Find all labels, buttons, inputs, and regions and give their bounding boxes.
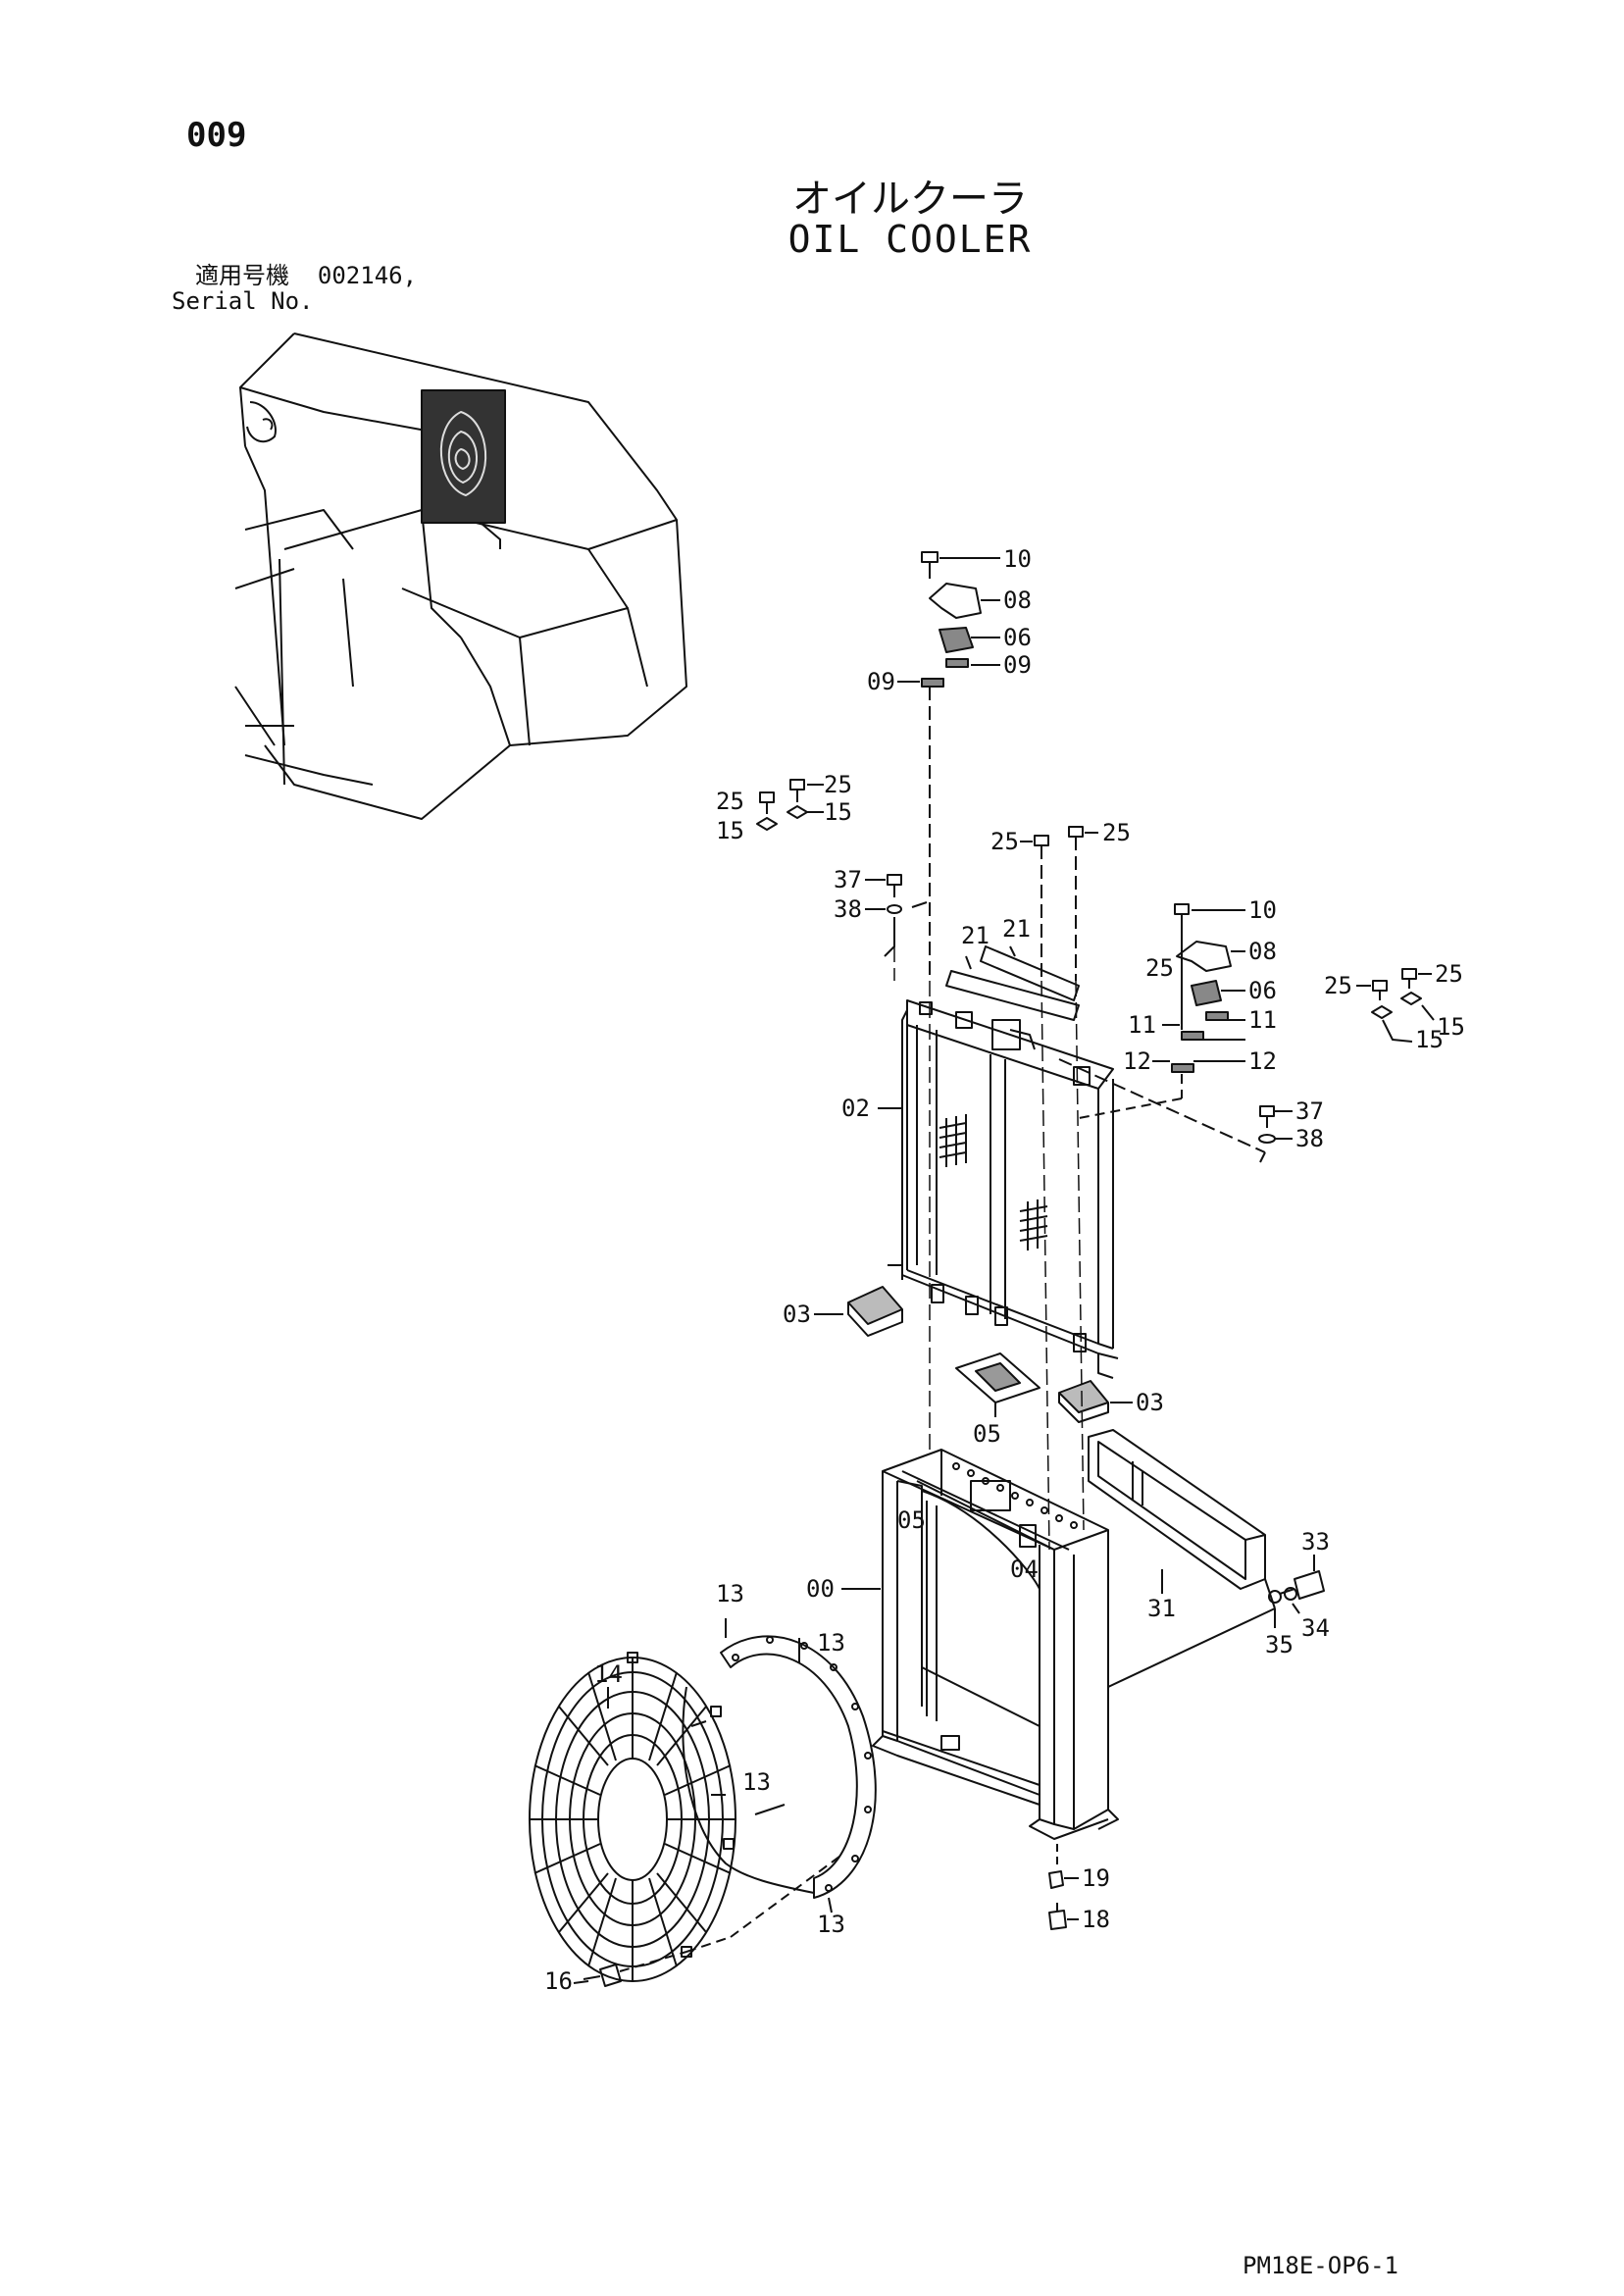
callout-33: 33 <box>1301 1528 1330 1556</box>
callout-15d: 15 <box>1437 1013 1465 1041</box>
title-english: OIL COOLER <box>787 218 1033 261</box>
callout-labels: 10 08 06 09 09 25 25 15 15 25 25 37 38 2… <box>544 545 1465 1995</box>
top-plates <box>945 945 1080 1021</box>
callout-11a: 11 <box>1128 1011 1156 1039</box>
callout-37a: 37 <box>834 866 862 893</box>
callout-11b: 11 <box>1248 1006 1277 1034</box>
oil-cooler-core <box>878 999 1119 1379</box>
serial-info: 適用号機 002146, Serial No. <box>172 263 417 314</box>
lower-mounts <box>814 1286 1133 1423</box>
callout-25g: 25 <box>1435 960 1463 988</box>
title-japanese: オイルクーラ <box>792 177 1028 222</box>
page-number: 009 <box>186 116 247 155</box>
callout-25c: 25 <box>990 828 1019 855</box>
callout-10b: 10 <box>1248 896 1277 924</box>
side-bolts-33-35 <box>1268 1555 1325 1628</box>
far-right-bolt-group <box>1356 968 1435 1043</box>
fan-guard <box>529 1652 844 1982</box>
callout-16: 16 <box>544 1967 573 1995</box>
side-panel <box>1088 1429 1276 1609</box>
main-frame <box>841 1449 1276 1840</box>
bottom-bolts <box>573 1844 1079 1987</box>
callout-13b: 13 <box>817 1629 845 1657</box>
left-bolt-group <box>756 779 824 831</box>
callout-25b: 25 <box>716 788 744 815</box>
callout-19: 19 <box>1082 1864 1110 1892</box>
callout-00: 00 <box>806 1575 835 1603</box>
callout-15a: 15 <box>824 798 852 826</box>
callout-09a: 09 <box>1003 651 1032 679</box>
callout-12a: 12 <box>1123 1047 1151 1075</box>
callout-04: 04 <box>1010 1556 1039 1583</box>
side-bolt-37-38 <box>1058 1058 1293 1163</box>
callout-15c: 15 <box>1415 1026 1444 1053</box>
callout-06b: 06 <box>1248 977 1277 1004</box>
callout-13d: 13 <box>817 1911 845 1938</box>
top-bracket-stack <box>897 551 1000 981</box>
callout-02: 02 <box>841 1095 870 1122</box>
callout-38a: 38 <box>834 895 862 923</box>
callout-09b: 09 <box>867 668 895 695</box>
right-bracket-stack <box>1078 903 1245 1119</box>
callout-31: 31 <box>1147 1595 1176 1622</box>
callout-03a: 03 <box>783 1301 811 1328</box>
callout-08b: 08 <box>1248 938 1277 965</box>
callout-13a: 13 <box>716 1580 744 1607</box>
callout-18: 18 <box>1082 1906 1110 1933</box>
serial-value: 002146, <box>317 262 418 289</box>
callout-35: 35 <box>1265 1631 1294 1658</box>
callout-25f: 25 <box>1324 972 1352 999</box>
callout-21b: 21 <box>1002 915 1031 943</box>
callout-15b: 15 <box>716 817 744 844</box>
callout-25e: 25 <box>1145 954 1174 982</box>
callout-25a: 25 <box>824 771 852 798</box>
callout-14: 14 <box>594 1660 623 1688</box>
callout-38b: 38 <box>1295 1125 1324 1152</box>
callout-13c: 13 <box>742 1768 771 1796</box>
serial-label-jp: 適用号機 <box>195 262 289 289</box>
callout-03b: 03 <box>1136 1389 1164 1416</box>
alignment-lines <box>893 946 1085 1551</box>
callout-12b: 12 <box>1248 1047 1277 1075</box>
callout-08a: 08 <box>1003 587 1032 614</box>
gasket-rings <box>682 1618 877 1913</box>
serial-label-en: Serial No. <box>172 287 314 315</box>
drawing-code: PM18E-OP6-1 <box>1243 2252 1398 2279</box>
callout-37b: 37 <box>1295 1097 1324 1125</box>
callout-06a: 06 <box>1003 624 1032 651</box>
callout-34: 34 <box>1301 1614 1330 1642</box>
machine-overview-drawing <box>234 332 687 820</box>
callout-25d: 25 <box>1102 819 1131 846</box>
callout-10a: 10 <box>1003 545 1032 573</box>
callout-21a: 21 <box>961 922 990 949</box>
callout-05a: 05 <box>973 1420 1001 1448</box>
callout-05b: 05 <box>897 1506 926 1534</box>
